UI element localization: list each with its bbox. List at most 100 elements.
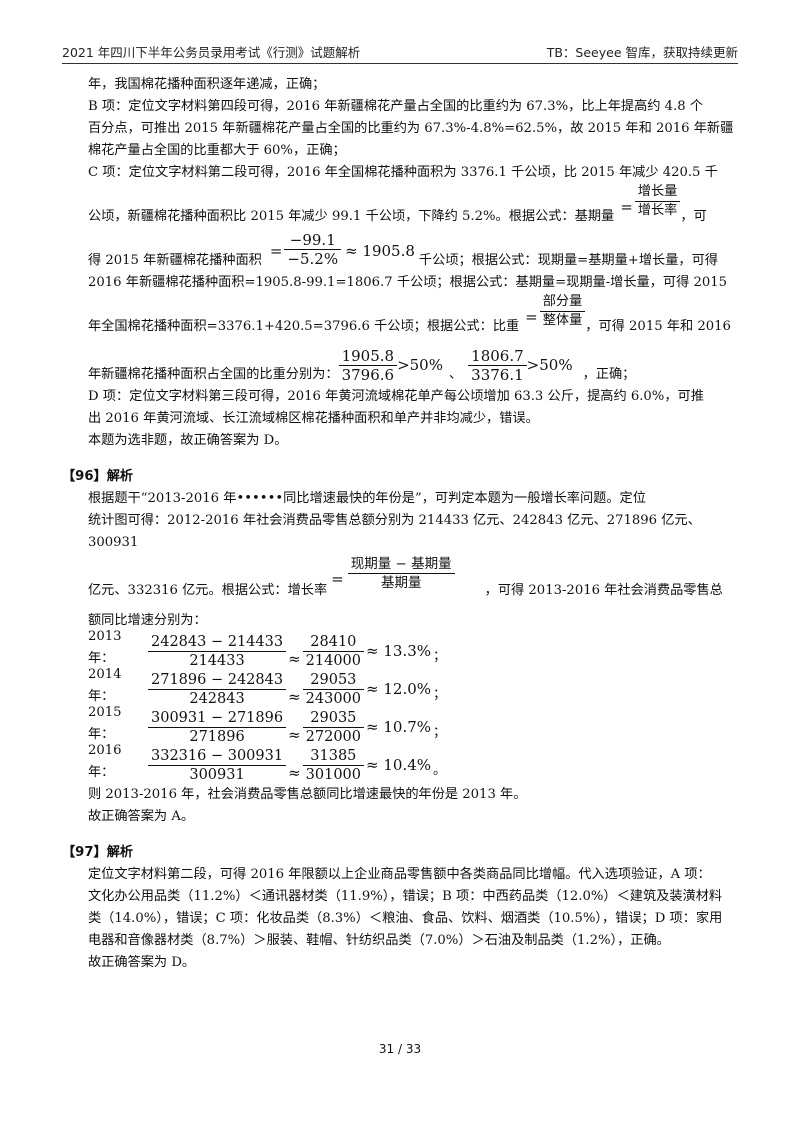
growth-calc-row: 2015 年： 300931 − 271896 271896 ≈ 29035 2… [88,705,738,746]
year-label: 2014 年： [88,667,122,704]
calc-result: ≈ 13.3% [366,642,432,660]
text-span: 年新疆棉花播种面积占全国的比重分别为： [88,367,339,382]
paragraph-line: 文化办公用品类（11.2%）＜通讯器材类（11.9%），错误；B 项：中西药品类… [88,889,723,904]
fraction-numerator: 29053 [302,671,365,690]
fraction-denominator: 3376.1 [471,366,524,384]
paragraph-line: 电器和音像器材类（8.7%）＞服装、鞋帽、针纺织品类（7.0%）＞石油及制品类（… [88,933,670,948]
fraction-denominator: 214433 [189,653,245,669]
calc-fraction: 242843 − 214433 214433 [148,633,287,670]
fraction-numerator: 29035 [302,709,365,728]
paragraph-line: 得 2015 年新疆棉花播种面积 = −99.1 −5.2% ≈ 1905.8 … [88,228,738,272]
paragraph-line: 根据题干“2013-2016 年••••••同比增速最快的年份是”，可判定本题为… [88,491,646,506]
paragraph-line: 年全国棉花播种面积=3376.1+420.5=3796.6 千公顷；根据公式：比… [88,294,738,338]
approx-sign: ≈ [288,688,301,706]
proportion-2015-fraction: 1905.8 3796.6 [338,347,398,384]
section-title: 【97】解析 [62,845,134,860]
paragraph-line: 统计图可得：2012-2016 年社会消费品零售总额分别为 214433 亿元、… [88,513,701,550]
equals-sign: = [269,242,283,260]
punctuation: ； [433,725,447,740]
calc-result: ≈ 10.4% [366,756,432,774]
text-span: ，正确； [582,367,636,382]
text-span: 千公顷；根据公式：现期量=基期量+增长量，可得 [418,253,718,268]
document-body: 年，我国棉花播种面积逐年递减，正确； B 项：定位文字材料第四段可得，2016 … [62,74,738,974]
fraction-numerator: 1905.8 [338,347,398,366]
answer-line: 本题为选非题，故正确答案为 D。 [88,433,288,448]
fraction-denominator: 243000 [305,691,362,707]
equals-sign: = [331,570,344,588]
paragraph-line: 公顷，新疆棉花播种面积比 2015 年减少 99.1 千公顷，下降约 5.2%。… [88,184,738,228]
approx-sign: ≈ [288,726,301,744]
fraction-numerator: 300931 − 271896 [148,709,287,728]
answer-line: 故正确答案为 D。 [88,955,196,970]
fraction-denominator: −5.2% [287,250,339,268]
fraction-numerator: 31385 [302,747,365,766]
fraction-numerator: 现期量 − 基期量 [347,555,455,574]
q95-analysis: 年，我国棉花播种面积逐年递减，正确； B 项：定位文字材料第四段可得，2016 … [88,74,738,452]
fraction-numerator: 部分量 [539,293,586,312]
approx-sign: ≈ [288,764,301,782]
section-title: 【96】解析 [62,469,134,484]
fraction-result: >50% [526,356,573,374]
calc-fraction: 300931 − 271896 271896 [148,709,287,746]
fraction-denominator: 整体量 [542,313,583,328]
calc-result: ≈ 12.0% [366,680,432,698]
separator: 、 [448,367,463,382]
paragraph-line: 棉花产量占全国的比重都大于 60%，正确； [88,143,346,158]
paragraph-line: 出 2016 年黄河流域、长江流域棉区棉花播种面积和单产并非均减少，错误。 [88,411,539,426]
paragraph-line: D 项：定位文字材料第三段可得，2016 年黄河流域棉花单产每公顷增加 63.3… [88,389,704,404]
text-span: 年全国棉花播种面积=3376.1+420.5=3796.6 千公顷；根据公式：比… [88,319,520,334]
fraction-numerator: 271896 − 242843 [148,671,287,690]
fraction-denominator: 242843 [189,691,245,707]
punctuation: 。 [433,763,447,778]
calc-fraction: 31385 301000 [302,747,365,784]
text-span: 亿元、332316 亿元。根据公式：增长率 [88,583,328,598]
calc-fraction: 29053 243000 [302,671,365,708]
paragraph-line: 百分点，可推出 2015 年新疆棉花产量占全国的比重约为 67.3%-4.8%=… [88,121,734,136]
paragraph-line: 2016 年新疆棉花播种面积=1905.8-99.1=1806.7 千公顷；根据… [88,275,728,290]
paragraph-line: 额同比增速分别为： [88,613,207,628]
text-span: ，可得 2015 年和 2016 [585,319,731,334]
calc-fraction: 29035 272000 [302,709,365,746]
calc-fraction: 332316 − 300931 300931 [148,747,287,784]
q96-analysis: 【96】解析 根据题干“2013-2016 年••••••同比增速最快的年份是”… [62,466,738,828]
fraction-denominator: 272000 [305,729,362,745]
fraction-denominator: 3796.6 [341,366,395,384]
year-label: 2016 年： [88,743,122,780]
fraction-numerator: 242843 − 214433 [148,633,287,652]
text-span: ，可 [680,209,707,224]
q97-analysis: 【97】解析 定位文字材料第二段，可得 2016 年限额以上企业商品零售额中各类… [62,842,738,974]
fraction-numerator: 332316 − 300931 [148,747,287,766]
base-formula-fraction: 增长量 增长率 [634,183,681,220]
xinjiang-area-fraction: −99.1 −5.2% [284,231,342,268]
text-span: ，可得 2013-2016 年社会消费品零售总 [484,583,723,598]
fraction-result: >50% [397,356,443,374]
calc-result: ≈ 10.7% [366,718,432,736]
fraction-denominator: 300931 [189,767,245,783]
paragraph-line: 亿元、332316 亿元。根据公式：增长率 = 现期量 − 基期量 基期量 ，可… [88,554,738,602]
proportion-2016-fraction: 1806.7 3376.1 [468,347,527,384]
calc-fraction: 271896 − 242843 242843 [148,671,287,708]
growth-calc-row: 2014 年： 271896 − 242843 242843 ≈ 29053 2… [88,667,738,708]
header-source: TB：Seeyee 智库，获取持续更新 [546,45,738,60]
fraction-denominator: 271896 [189,729,245,745]
fraction-result: ≈ 1905.8 [345,242,415,260]
fraction-denominator: 301000 [305,767,362,783]
growth-rate-formula-fraction: 现期量 − 基期量 基期量 [347,555,455,592]
fraction-numerator: 28410 [302,633,365,652]
paragraph-line: B 项：定位文字材料第四段可得，2016 年新疆棉花产量占全国的比重约为 67.… [88,99,704,114]
fraction-numerator: 增长量 [634,183,681,202]
calc-fraction: 28410 214000 [302,633,365,670]
paragraph-line: 定位文字材料第二段，可得 2016 年限额以上企业商品零售额中各类商品同比增幅。… [88,867,711,882]
fraction-numerator: 1806.7 [468,347,527,366]
fraction-numerator: −99.1 [284,231,342,250]
growth-calc-row: 2013 年： 242843 − 214433 214433 ≈ 28410 2… [88,629,738,670]
header-divider [62,63,738,64]
paragraph-line: C 项：定位文字材料第二段可得，2016 年全国棉花播种面积为 3376.1 千… [88,165,718,180]
growth-calc-row: 2016 年： 332316 − 300931 300931 ≈ 31385 3… [88,743,738,784]
approx-sign: ≈ [288,650,301,668]
page-header: 2021 年四川下半年公务员录用考试《行测》试题解析 TB：Seeyee 智库，… [62,38,738,60]
equals-sign: = [525,308,538,326]
punctuation: ； [433,687,447,702]
answer-line: 故正确答案为 A。 [88,809,195,824]
year-label: 2015 年： [88,705,122,742]
